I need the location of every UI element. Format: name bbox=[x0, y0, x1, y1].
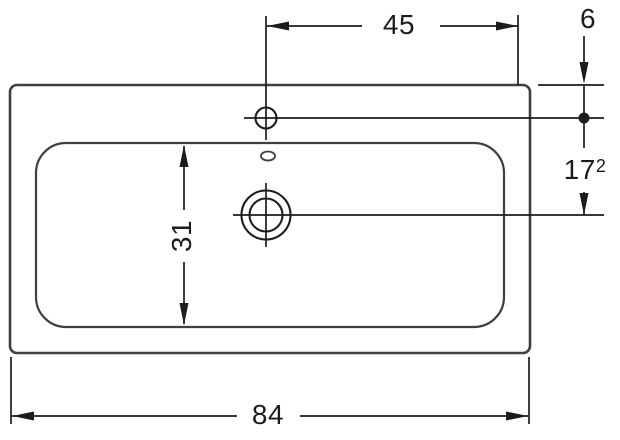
dim-17-arrow-down bbox=[579, 193, 589, 215]
dim-6-label: 6 bbox=[576, 5, 600, 33]
dim-84 bbox=[10, 357, 530, 424]
dim-31-arrow-down bbox=[179, 303, 189, 325]
dim-45 bbox=[267, 15, 519, 85]
dim-17-label-superscript: 2 bbox=[595, 156, 607, 176]
dim-84-arrow-right bbox=[506, 411, 528, 421]
dim-31-label: 31 bbox=[166, 216, 197, 256]
drain bbox=[233, 183, 604, 247]
dim-17-label-value: 17 bbox=[563, 154, 596, 185]
dim-31-arrow-up bbox=[179, 145, 189, 167]
dim-45-label: 45 bbox=[379, 11, 419, 39]
dim-45-arrow-left bbox=[267, 21, 289, 31]
dim-6 bbox=[538, 36, 604, 118]
tap-hole bbox=[244, 16, 604, 140]
dim-17 bbox=[578, 112, 590, 215]
dim-6-arrow-down bbox=[579, 62, 589, 84]
overflow-hole bbox=[260, 150, 276, 162]
dim-31 bbox=[179, 145, 189, 325]
dim-84-arrow-left bbox=[12, 411, 34, 421]
dim-84-label: 84 bbox=[248, 401, 288, 429]
dim-17-label: 172 bbox=[560, 154, 610, 185]
dim-45-arrow-right bbox=[496, 21, 518, 31]
